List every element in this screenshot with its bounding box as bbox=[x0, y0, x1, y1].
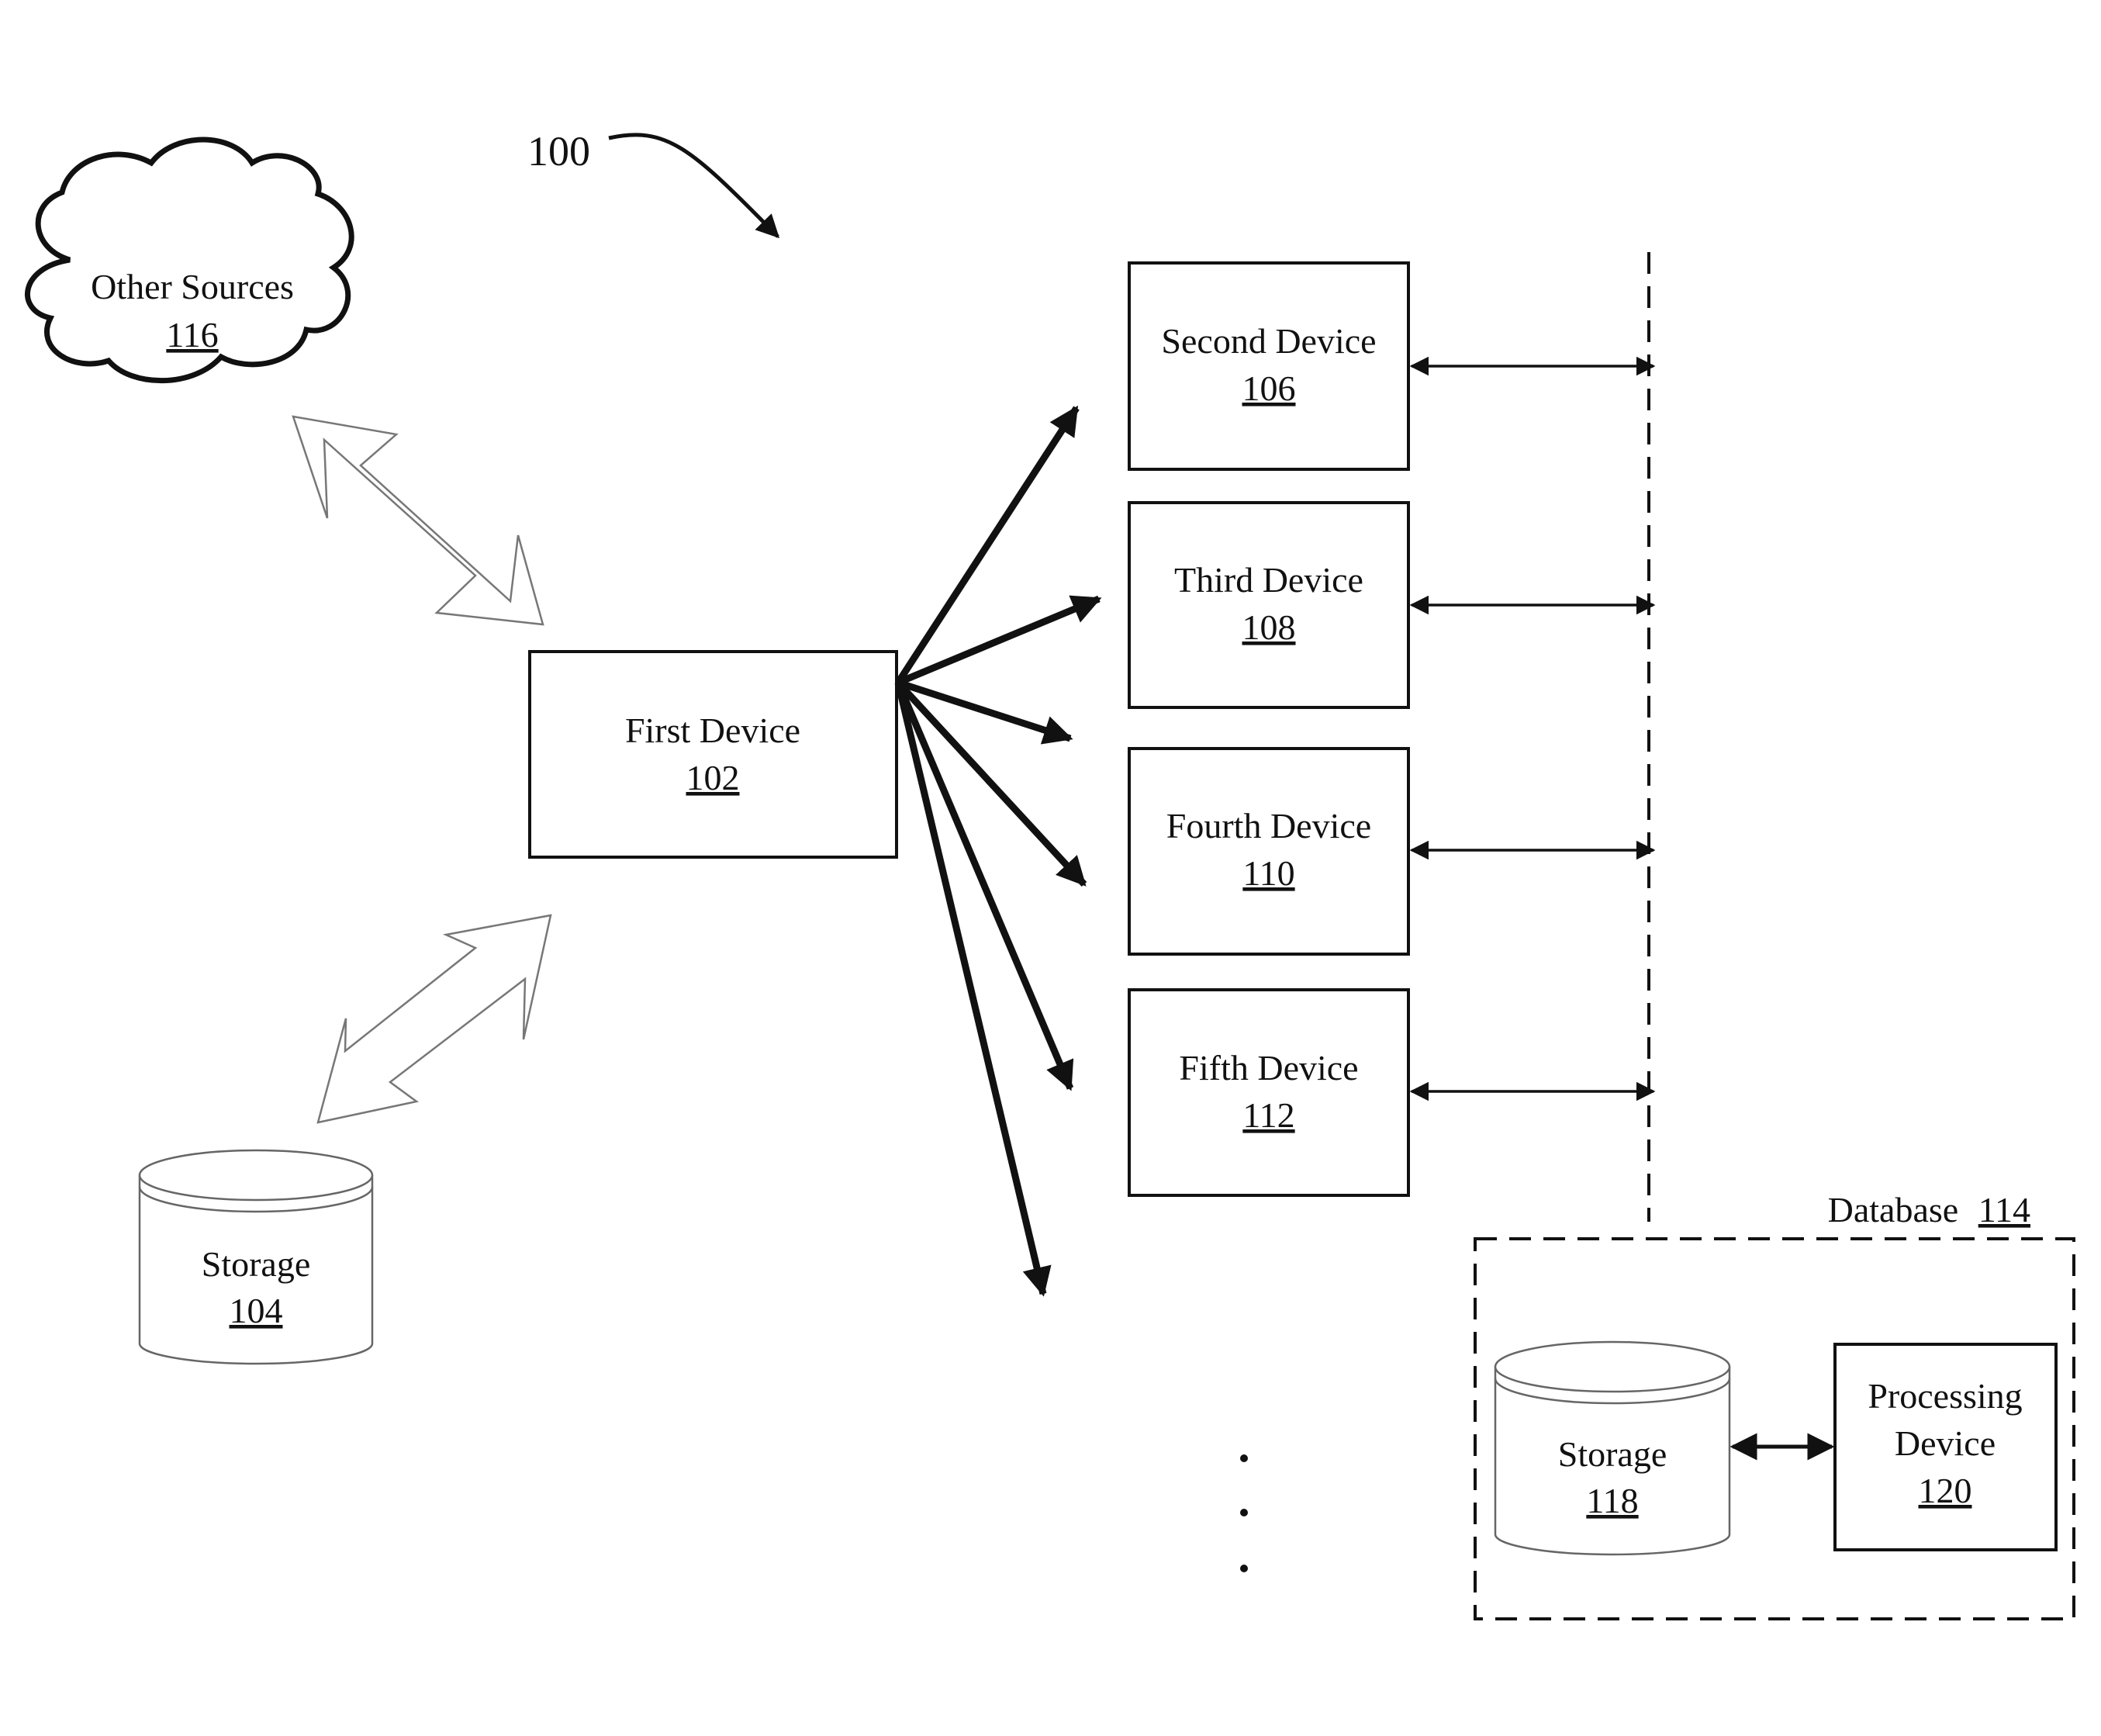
first-device-ref: 102 bbox=[686, 758, 740, 797]
first-device-box: First Device 102 bbox=[530, 652, 897, 857]
second-device-label: Second Device bbox=[1161, 321, 1376, 361]
database-label: Database 114 bbox=[1828, 1190, 2030, 1229]
figure-ref-label: 100 bbox=[527, 128, 590, 175]
arrow-to-sixth-device bbox=[898, 683, 1070, 1088]
second-device-box: Second Device 106 bbox=[1129, 263, 1408, 469]
storage-104-label: Storage bbox=[202, 1244, 311, 1284]
third-device-label: Third Device bbox=[1174, 560, 1363, 600]
first-device-label: First Device bbox=[625, 711, 800, 750]
second-device-ref: 106 bbox=[1242, 368, 1296, 408]
arrow-to-nth-device bbox=[898, 683, 1043, 1294]
fourth-device-box: Fourth Device 110 bbox=[1129, 749, 1408, 954]
third-device-ref: 108 bbox=[1242, 607, 1296, 647]
arrow-to-second-device bbox=[898, 408, 1076, 683]
fifth-device-box: Fifth Device 112 bbox=[1129, 990, 1408, 1195]
fourth-device-label: Fourth Device bbox=[1166, 806, 1371, 846]
storage-118-cylinder: Storage 118 bbox=[1495, 1342, 1730, 1554]
storage-104-link-arrow bbox=[318, 915, 551, 1122]
fan-out-arrows bbox=[898, 408, 1099, 1294]
fifth-device-label: Fifth Device bbox=[1179, 1048, 1358, 1088]
third-device-box: Third Device 108 bbox=[1129, 503, 1408, 707]
storage-118-ref: 118 bbox=[1586, 1481, 1638, 1520]
storage-118-label: Storage bbox=[1558, 1434, 1667, 1474]
more-devices-ellipsis bbox=[1240, 1454, 1248, 1572]
other-sources-cloud: Other Sources 116 bbox=[27, 140, 351, 381]
other-sources-link-arrow bbox=[293, 417, 543, 624]
processing-device-box: Processing Device 120 bbox=[1835, 1344, 2056, 1550]
other-sources-ref: 116 bbox=[166, 315, 218, 354]
processing-device-ref: 120 bbox=[1919, 1471, 1972, 1510]
fifth-device-ref: 112 bbox=[1242, 1095, 1294, 1135]
figure-ref-arrow bbox=[609, 135, 778, 237]
other-sources-label: Other Sources bbox=[91, 267, 294, 306]
storage-104-cylinder: Storage 104 bbox=[140, 1150, 372, 1364]
processing-device-label-line2: Device bbox=[1895, 1423, 1996, 1463]
fourth-device-ref: 110 bbox=[1242, 853, 1294, 893]
storage-104-ref: 104 bbox=[230, 1291, 283, 1330]
processing-device-label-line1: Processing bbox=[1868, 1376, 2022, 1416]
